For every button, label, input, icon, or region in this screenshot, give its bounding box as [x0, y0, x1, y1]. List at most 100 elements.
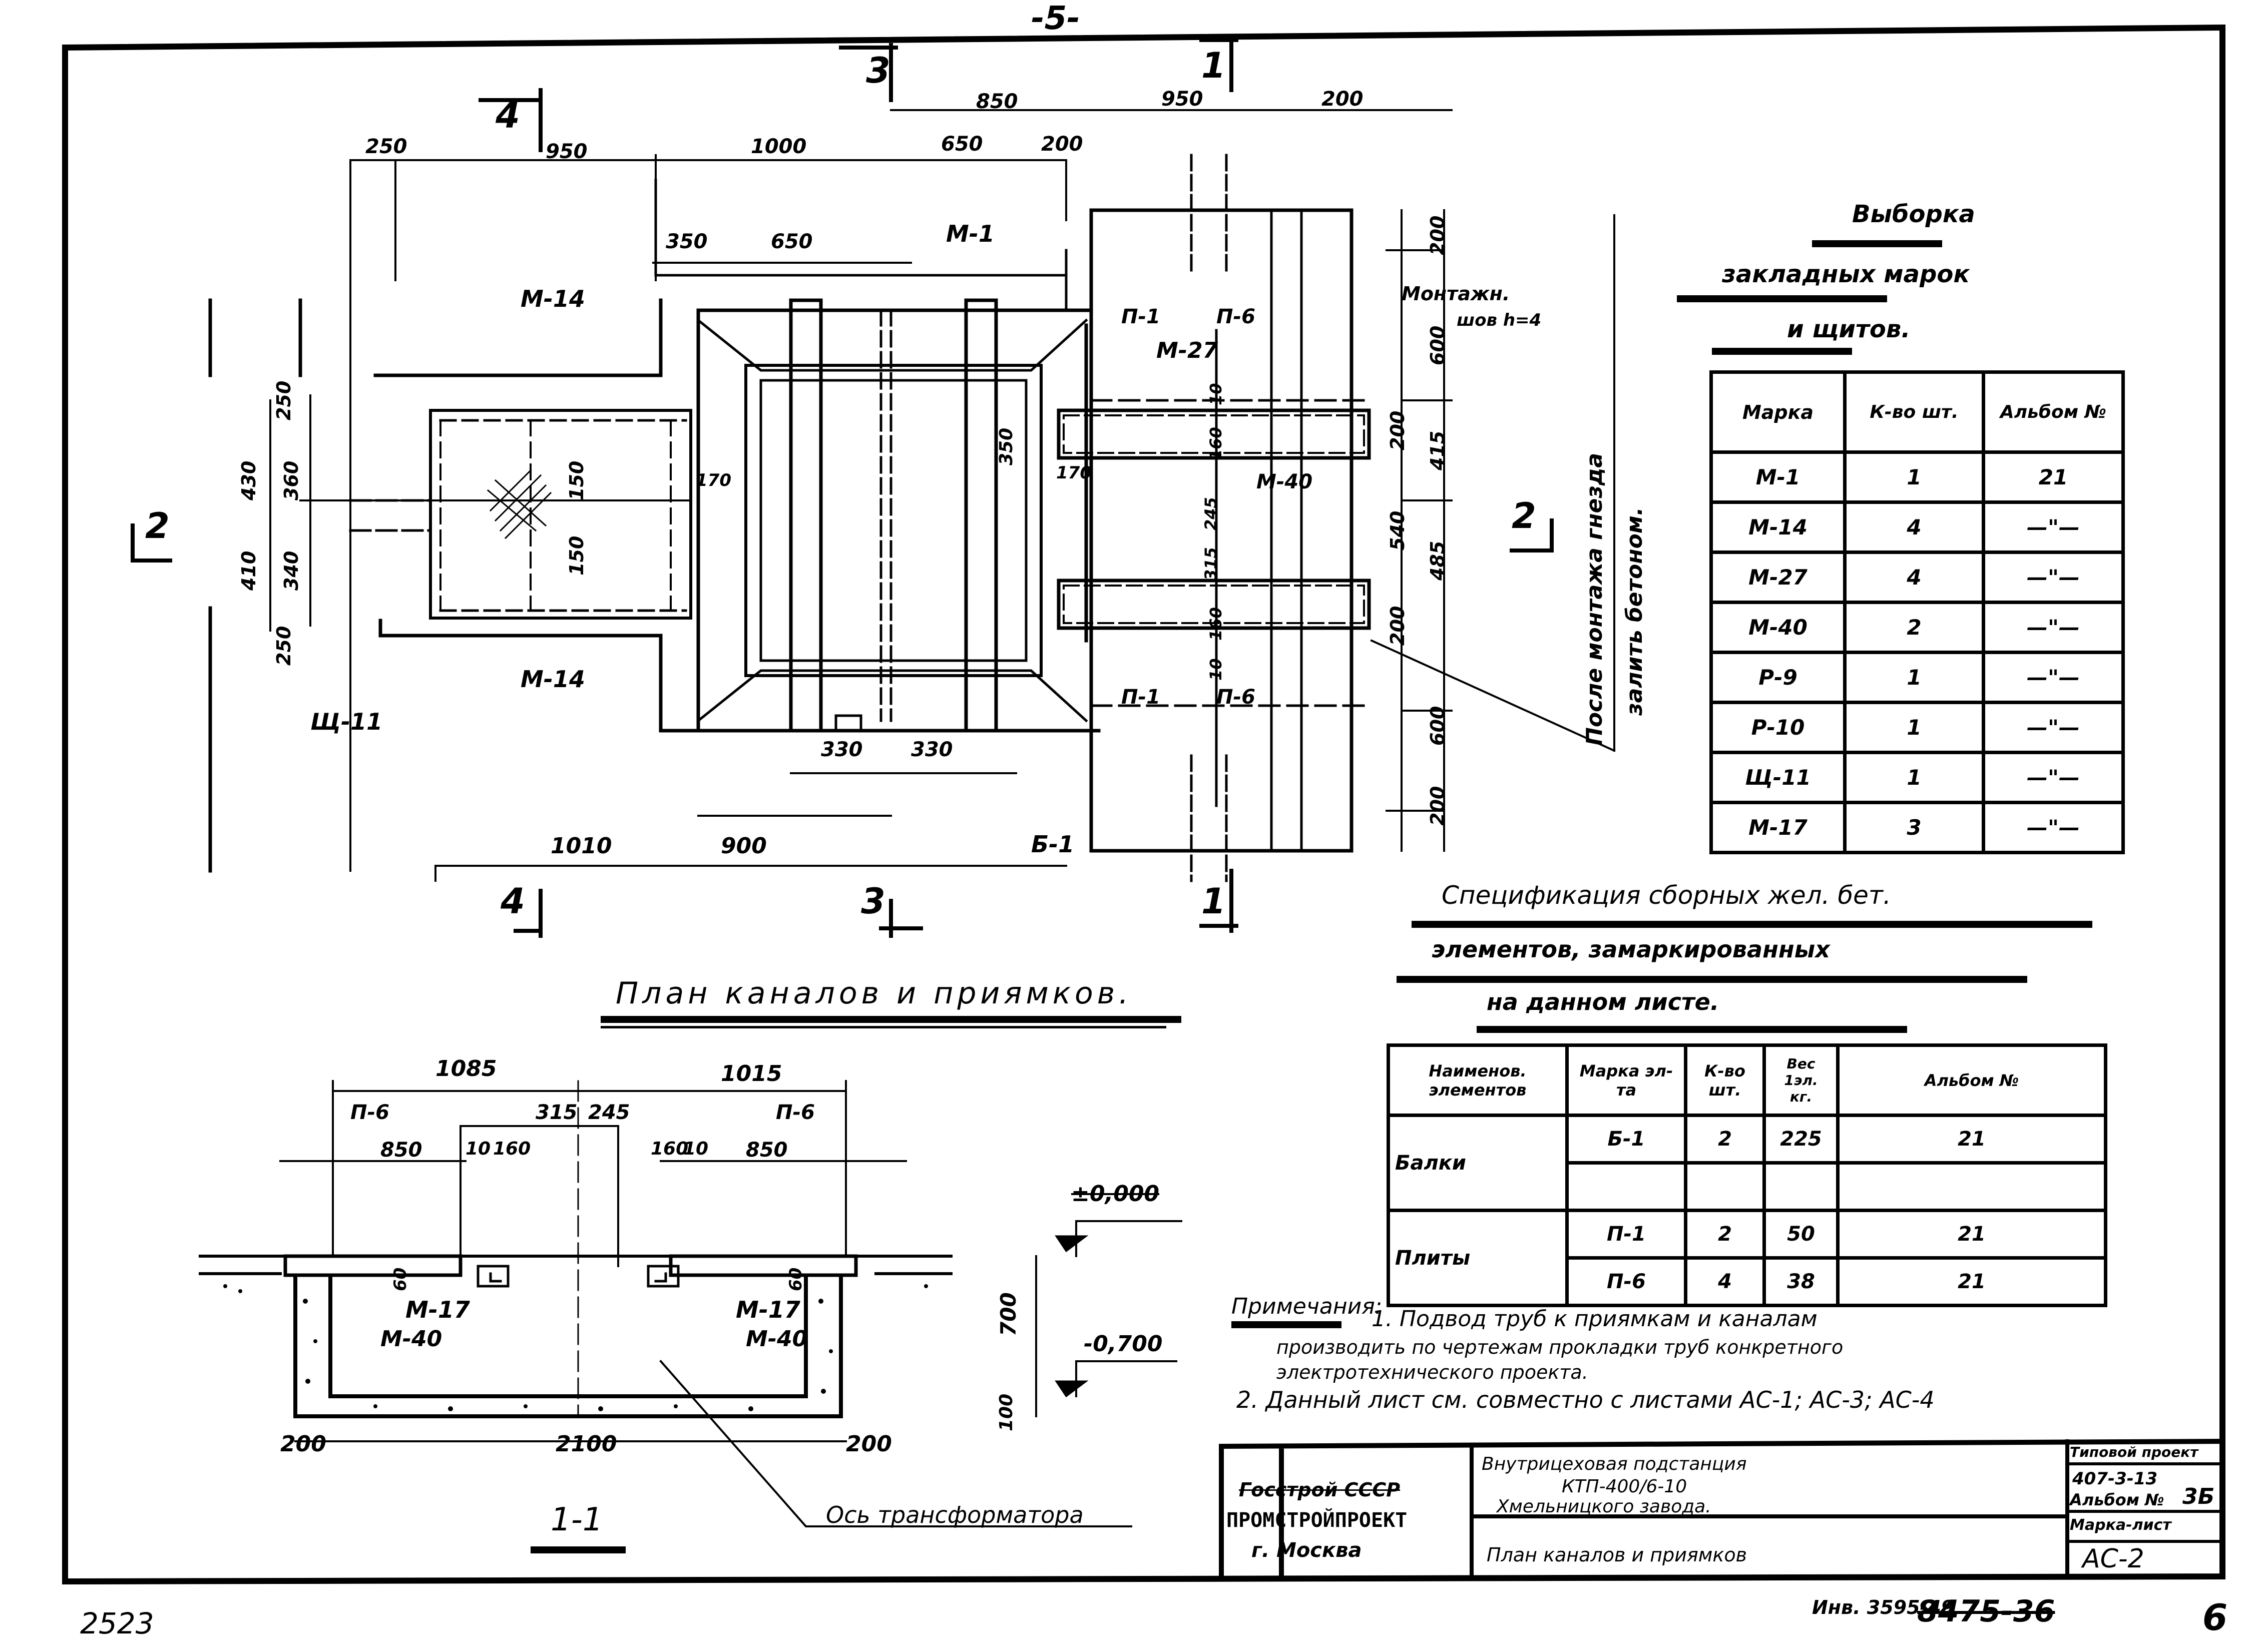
- callout-m14-bottom: М-14: [521, 666, 585, 693]
- selection-header-row: Марка К-во шт. Альбом №: [1709, 370, 2125, 454]
- page-number: -5-: [1031, 0, 1080, 37]
- dim-200-top: 200: [1041, 133, 1083, 156]
- sec-dim-700: 700: [996, 1292, 1021, 1336]
- org-struck: Госстрой СССР: [1239, 1479, 1401, 1501]
- sec-label-p6-left: П-6: [350, 1101, 389, 1124]
- inventory-number: Инв. 3595-49: [1812, 1596, 1955, 1618]
- dim-250-left-top: 250: [273, 380, 295, 420]
- left-pit: [349, 409, 692, 620]
- dim-415: 415: [1427, 430, 1449, 470]
- selection-cell-album: —"—: [1982, 601, 2125, 654]
- selection-cell-album: —"—: [1982, 751, 2125, 804]
- note-1-line-b: производить по чертежам прокладки труб к…: [1276, 1336, 1844, 1358]
- sec-dim-160-left: 160: [493, 1139, 531, 1159]
- sec-dim-60-right: 60: [786, 1267, 806, 1291]
- side-note-line2: залить бетоном.: [1622, 507, 1647, 716]
- selection-title-3: и щитов.: [1787, 315, 1911, 343]
- dim-330-a: 330: [821, 738, 863, 761]
- album-value: 3Б: [2182, 1484, 2215, 1509]
- spec-row: [1389, 1161, 2107, 1212]
- spec-header-weight: Вес 1эл. кг.: [1762, 1043, 1840, 1117]
- sheet-frame: [62, 24, 2225, 1585]
- selection-cell-album: —"—: [1982, 651, 2125, 704]
- side-note-line1: После монтажа гнезда: [1582, 452, 1607, 746]
- section-title: 1-1: [551, 1501, 603, 1538]
- callout-m1: М-1: [946, 220, 995, 247]
- dim-150-a: 150: [566, 460, 588, 500]
- selection-cell-mark: М-14: [1709, 500, 1847, 554]
- spec-cell-qty: 2: [1684, 1209, 1766, 1260]
- dim-150-b: 150: [566, 535, 588, 576]
- selection-cell-qty: 4: [1843, 500, 1985, 554]
- dim-485: 485: [1427, 540, 1449, 581]
- level-bottom: -0,700: [1084, 1331, 1163, 1357]
- dim-10-b: 10: [1206, 658, 1225, 681]
- selection-cell-mark: М-17: [1709, 801, 1847, 854]
- dim-250-top: 250: [365, 135, 407, 158]
- spec-cell-album: 21: [1836, 1114, 2107, 1165]
- spec-header-row: Наименов. элементов Марка эл-та К-во шт.…: [1387, 1043, 2107, 1117]
- sheet-code-struck: 8475-36: [1917, 1594, 2055, 1629]
- dim-540: 540: [1387, 510, 1409, 550]
- axis-label: Ось трансформатора: [826, 1501, 1084, 1528]
- spec-cell-album: 21: [1836, 1256, 2107, 1307]
- sec-label-p6-right: П-6: [776, 1101, 815, 1124]
- right-channel: [1057, 154, 1371, 882]
- note-2: 2. Данный лист см. совместно с листами А…: [1236, 1386, 1935, 1413]
- callout-p6-top: П-6: [1216, 305, 1255, 328]
- project-line-3: Хмельницкого завода.: [1497, 1496, 1711, 1517]
- project-line-2: КТП-400/6-10: [1562, 1476, 1687, 1497]
- notes-heading-underline: [1231, 1321, 1341, 1328]
- typical-value: 407-3-13: [2072, 1469, 2158, 1489]
- sec-label-m40-left: М-40: [380, 1326, 442, 1352]
- dim-250-left-bottom: 250: [273, 626, 295, 666]
- callout-m27: М-27: [1156, 338, 1218, 363]
- spec-title-3: на данном листе.: [1487, 988, 1719, 1015]
- spec-table: Наименов. элементов Марка эл-та К-во шт.…: [1387, 1043, 2107, 1307]
- dim-410: 410: [238, 550, 260, 591]
- selection-cell-album: 21: [1982, 450, 2125, 504]
- dim-1010: 1010: [551, 833, 612, 859]
- spec-cell-album: 21: [1836, 1209, 2107, 1260]
- mark-value: АС-2: [2082, 1544, 2144, 1574]
- callout-weld: Монтажн.: [1402, 283, 1510, 305]
- spec-title-2-underline: [1397, 976, 2027, 983]
- dim-315-plan: 315: [1201, 547, 1220, 581]
- section-title-underline: [531, 1546, 626, 1553]
- callout-p1-top: П-1: [1121, 305, 1160, 328]
- plan-title-underline-thin: [601, 1026, 1166, 1028]
- sec-dim-10-left: 10: [466, 1139, 491, 1159]
- selection-cell-mark: Р-9: [1709, 651, 1847, 704]
- dim-200-r3: 200: [1387, 606, 1409, 646]
- sec-label-m17-left: М-17: [405, 1296, 470, 1323]
- callout-b1: Б-1: [1031, 831, 1075, 858]
- dim-950-left: 950: [546, 140, 588, 163]
- selection-cell-album: —"—: [1982, 701, 2125, 754]
- selection-title-2: закладных марок: [1722, 260, 1970, 288]
- sec-label-m40-right: М-40: [746, 1326, 808, 1352]
- spec-header-album: Альбом №: [1836, 1043, 2107, 1117]
- section-mark-4-bottom: 4: [501, 881, 525, 922]
- selection-cell-mark: Р-10: [1709, 701, 1847, 754]
- callout-m14-top: М-14: [521, 285, 585, 312]
- dim-600-r1: 600: [1427, 325, 1449, 365]
- selection-cell-qty: 4: [1843, 550, 1985, 604]
- selection-cell-qty: 3: [1843, 801, 1985, 854]
- note-1-line-c: электротехнического проекта.: [1276, 1361, 1588, 1383]
- selection-title-1: Выборка: [1852, 200, 1975, 228]
- spec-group-name: Плиты: [1387, 1209, 1569, 1307]
- note-1-line-a: 1. Подвод труб к приямкам и каналам: [1372, 1306, 1818, 1332]
- sec-dim-2100: 2100: [556, 1431, 617, 1457]
- sec-dim-100: 100: [996, 1393, 1017, 1431]
- section-mark-2-left: 2: [145, 505, 170, 546]
- selection-cell-qty: 1: [1843, 701, 1985, 754]
- spec-title-1-underline: [1412, 921, 2092, 928]
- dim-170-left: 170: [696, 470, 731, 490]
- dim-360: 360: [280, 460, 302, 500]
- title-block-frame: [1218, 1438, 2225, 1579]
